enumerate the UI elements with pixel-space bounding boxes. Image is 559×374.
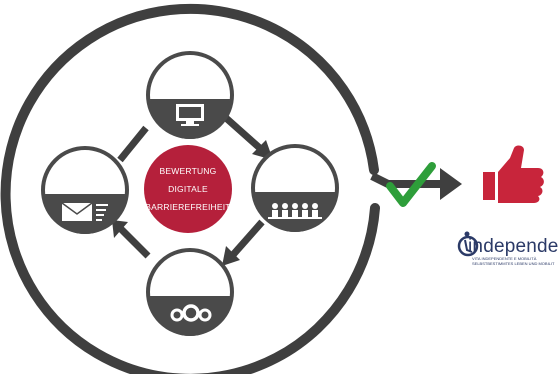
label-line: BERICHT	[65, 182, 104, 192]
label-line: ANALYSE	[275, 180, 315, 190]
brand-name: independen	[468, 236, 559, 257]
node-subjektive-analyse	[251, 144, 339, 232]
label-line: SUBJEKTIVE	[268, 170, 322, 180]
center-line: DIGITALE	[168, 184, 208, 194]
label-abgabe-bewertungsbericht: ABGABE BEWERTUNGS- BERICHT	[45, 162, 125, 192]
node-technische-analyse	[146, 51, 234, 139]
brand-tagline-line: SELBSTBESTIMMTES LEBEN UND MOBILIT	[472, 261, 555, 266]
label-subjektive-analyse: SUBJEKTIVE ANALYSE	[255, 170, 335, 190]
label-technische-analyse: TECHNISCHE ANALYSE	[150, 72, 230, 92]
brand-tagline: VITA INDEPENDENTE E MOBILITÀ SELBSTBESTI…	[472, 256, 554, 266]
monitor-icon	[176, 104, 204, 126]
cycle-arrows	[117, 115, 265, 259]
label-line: ERGEBNISSE	[161, 282, 219, 292]
arrowhead-right-bottom	[222, 246, 240, 266]
gears-icon	[170, 304, 212, 322]
node-abgabe-bewertungsbericht	[41, 146, 129, 234]
label-evaluation-ergebnisse: EVALUATION ERGEBNISSE	[150, 272, 230, 292]
node-evaluation-ergebnisse	[146, 248, 234, 336]
people-icon	[268, 203, 322, 219]
center-label: BEWERTUNG DIGITALE BARRIEREFREIHEIT	[144, 162, 232, 216]
exit-arrow-line	[370, 172, 440, 188]
envelope-report-icon	[61, 202, 108, 221]
thumbs-up-icon	[483, 145, 544, 203]
exit-arrowhead	[440, 168, 462, 200]
checkmark-icon	[386, 162, 436, 207]
arrowhead-bottom-left	[112, 220, 128, 238]
center-circle	[144, 145, 232, 233]
center-line: BEWERTUNG	[159, 166, 217, 176]
brand-tagline-line: VITA INDEPENDENTE E MOBILITÀ	[472, 256, 537, 261]
label-line: EVALUATION	[163, 272, 217, 282]
outer-ring	[0, 3, 380, 374]
label-line: ANALYSE	[170, 82, 210, 92]
label-line: ABGABE	[67, 162, 103, 172]
brand-logo-icon	[457, 231, 479, 257]
center-line: BARRIEREFREIHEIT	[145, 202, 231, 212]
label-line: TECHNISCHE	[161, 72, 219, 82]
label-line: BEWERTUNGS-	[52, 172, 118, 182]
